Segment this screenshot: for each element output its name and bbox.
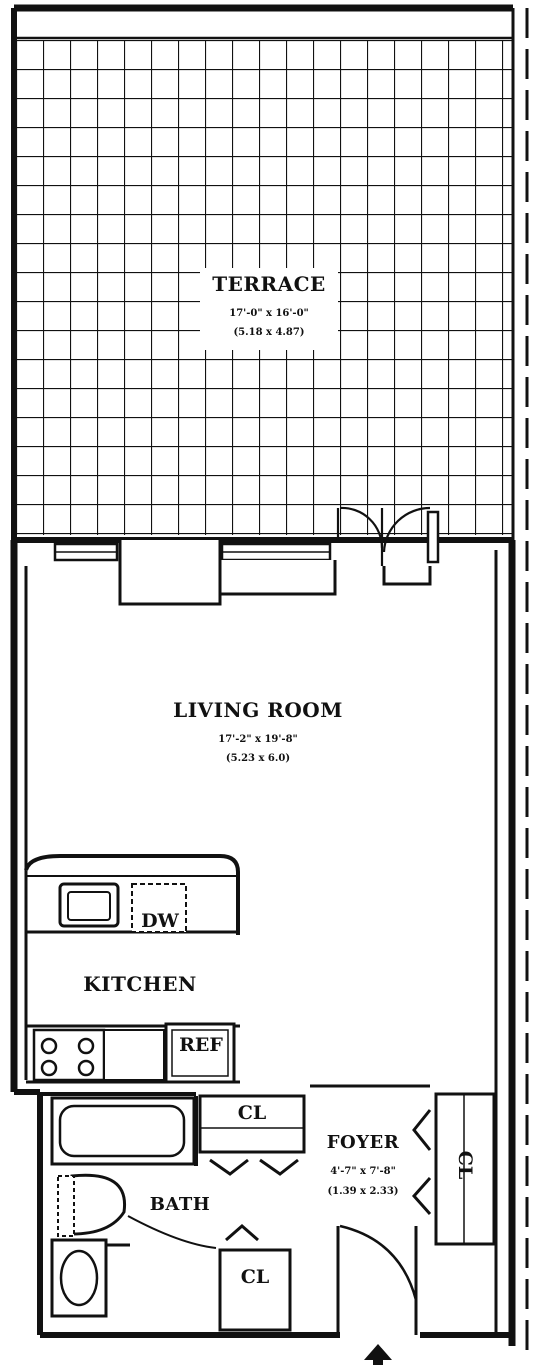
terrace-label-backing bbox=[200, 268, 338, 350]
windows bbox=[53, 510, 440, 564]
column-right bbox=[218, 560, 337, 596]
apartment-walls bbox=[10, 537, 516, 1346]
living-columns bbox=[118, 540, 432, 606]
refrigerator-label: REF bbox=[179, 1034, 223, 1056]
kitchen-fixtures bbox=[24, 854, 240, 1084]
foyer-dimensions-metric: (1.39 x 2.33) bbox=[327, 1186, 399, 1197]
foyer-dimensions-imperial: 4'-7" x 7'-8" bbox=[330, 1166, 396, 1177]
terrace-dimensions-metric: (5.18 x 4.87) bbox=[233, 327, 305, 338]
dishwasher bbox=[131, 883, 187, 933]
window-right-frame bbox=[426, 510, 440, 564]
bath-fixtures bbox=[40, 1092, 217, 1318]
closet-upper-label: CL bbox=[237, 1102, 267, 1124]
dishwasher-label: DW bbox=[141, 910, 179, 932]
toilet bbox=[70, 1173, 127, 1236]
closet-right bbox=[434, 1092, 496, 1246]
bath-door-swing bbox=[127, 1215, 217, 1249]
column-left bbox=[118, 540, 222, 606]
terrace-dimensions-imperial: 17'-0" x 16'-0" bbox=[229, 308, 309, 319]
kitchen-label: KITCHEN bbox=[83, 972, 197, 996]
kitchen-lower-counter bbox=[103, 1029, 165, 1081]
closet-right-label: CL bbox=[454, 1150, 476, 1180]
entrance-arrow-icon bbox=[364, 1344, 392, 1360]
closets bbox=[198, 1092, 496, 1332]
entry-door bbox=[336, 1224, 418, 1335]
closet-upper bbox=[198, 1094, 306, 1154]
bath-label: BATH bbox=[149, 1194, 211, 1215]
closet-lower bbox=[218, 1248, 292, 1332]
terrace-area bbox=[11, 4, 515, 540]
living-room-label: LIVING ROOM bbox=[173, 698, 343, 722]
column-right-small bbox=[382, 566, 432, 586]
living-room-dimensions-imperial: 17'-2" x 19'-8" bbox=[218, 734, 298, 745]
terrace-double-door bbox=[336, 506, 431, 566]
terrace-label: TERRACE bbox=[212, 272, 326, 296]
closet-lower-label: CL bbox=[240, 1266, 270, 1288]
foyer-label: FOYER bbox=[326, 1132, 400, 1153]
entry-door-swing bbox=[339, 1224, 418, 1301]
living-room-dimensions-metric: (5.23 x 6.0) bbox=[225, 753, 291, 764]
